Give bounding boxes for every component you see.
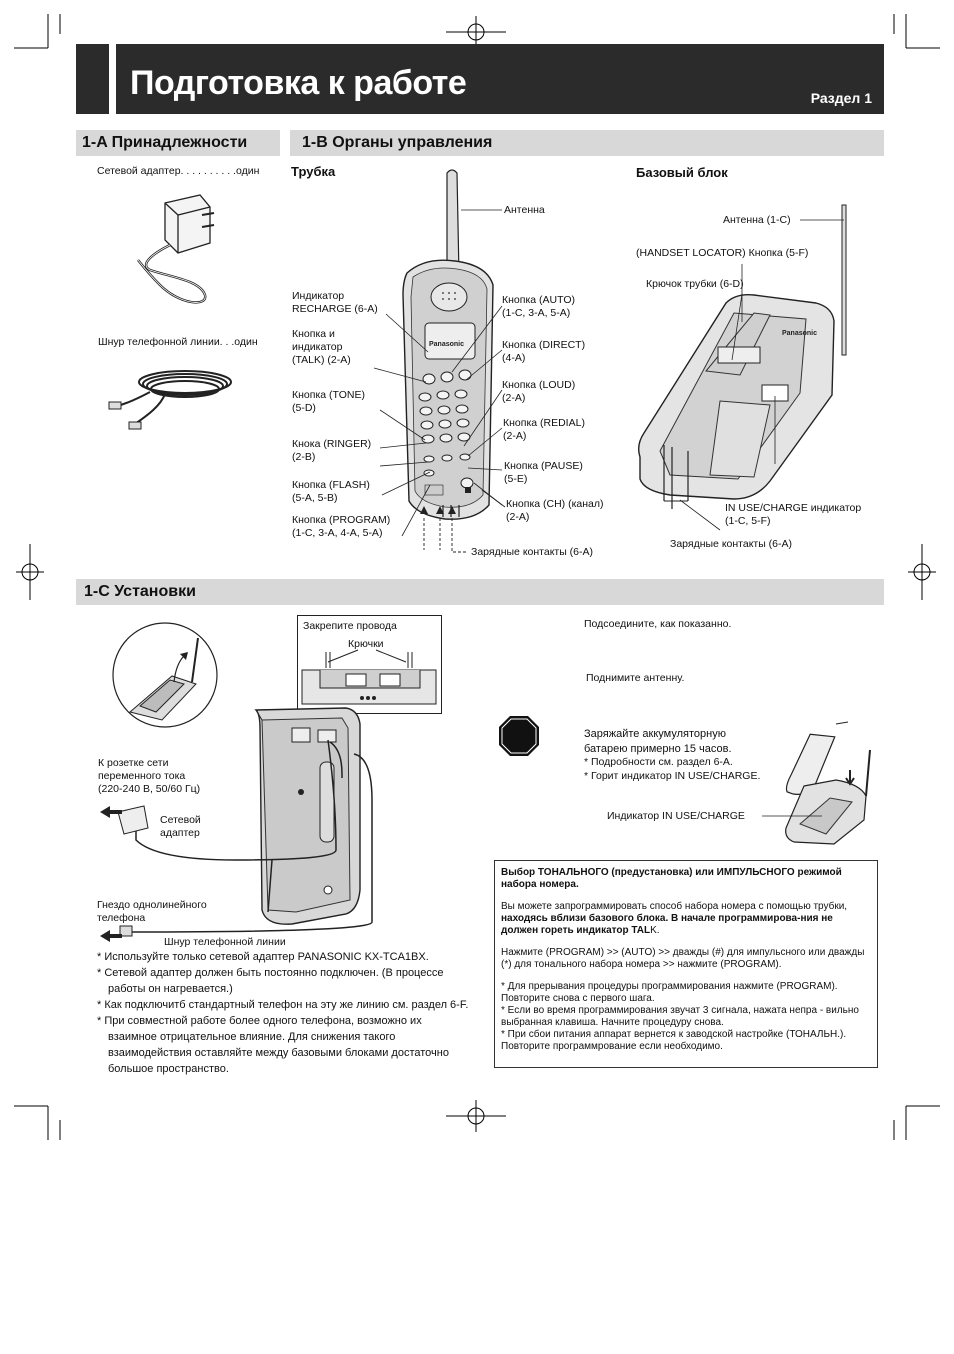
header-bar xyxy=(116,44,884,114)
step-octagon-icon xyxy=(499,716,539,756)
note-4-cont-3: большое пространство. xyxy=(108,1063,229,1075)
section-number: Раздел 1 xyxy=(810,90,872,106)
section-b-bar xyxy=(290,130,884,156)
step-charge: Заряжайте аккумуляторную батарею примерн… xyxy=(584,728,732,755)
note-2: * Сетевой адаптер должен быть постоянно … xyxy=(97,967,444,979)
base-brand: Panasonic xyxy=(782,330,817,337)
label-direct: Кнопка (DIRECT) (4-A) xyxy=(502,339,586,364)
hooks-illustration xyxy=(301,649,437,705)
label-ch: Кнопка (CH) (канал) (2-A) xyxy=(506,498,604,523)
box-p1-start: Вы можете запрограммировать способ набор… xyxy=(501,901,848,912)
base-unit-illustration: Panasonic xyxy=(637,204,847,509)
note-4-cont-1: взаимное отрицательное влияние. Для сниж… xyxy=(108,1031,396,1043)
box-paragraph-2: Нажмите (PROGRAM) >> (AUTO) >> дважды (#… xyxy=(501,947,865,970)
label-adapter: Сетевой адаптер xyxy=(160,814,201,839)
note-2-cont: работы он нагревается.) xyxy=(108,983,233,995)
box-p1-bold: находясь вблизи базового блока. В начале… xyxy=(501,913,833,936)
base-subtitle: Базовый блок xyxy=(636,165,728,180)
label-base-antenna: Антенна (1-C) xyxy=(723,214,791,226)
label-ringer: Кнока (RINGER) (2-B) xyxy=(292,438,372,463)
charging-illustration xyxy=(762,721,871,845)
note-4: * При совместной работе более одного тел… xyxy=(97,1015,422,1027)
box-title: Выбор ТОНАЛЬНОГО (предустановка) или ИМП… xyxy=(501,867,842,890)
note-1: * Используйте только сетевой адаптер PAN… xyxy=(97,951,429,963)
box-note-2: * Если во время программирования звучат … xyxy=(501,1005,859,1028)
label-tone: Кнопка (TONE) (5-D) xyxy=(292,389,365,414)
label-indicator: Индикатор IN USE/CHARGE xyxy=(607,810,745,822)
line-cord-illustration xyxy=(108,370,232,430)
base-leader-lines xyxy=(679,219,844,531)
section-a-title: 1-A Принадлежности xyxy=(82,134,248,151)
label-in-use: IN USE/CHARGE индикатор (1-C, 5-F) xyxy=(725,502,862,527)
label-hook: Крючок трубки (6-D) xyxy=(646,278,744,290)
accessory-line-cord: Шнур телефонной линии. . .один xyxy=(98,336,258,348)
box-note-3: * При сбои питания аппарат вернется к за… xyxy=(501,1029,847,1052)
label-hooks: Крючки xyxy=(348,638,384,650)
page-title: Подготовка к работе xyxy=(130,64,467,102)
antenna-raise-inset xyxy=(112,622,218,728)
label-outlet: К розетке сети переменного тока (220-240… xyxy=(98,757,201,795)
adapter-illustration xyxy=(137,194,215,304)
note-3: * Как подключитб стандартный телефон на … xyxy=(97,999,469,1011)
label-pause: Кнопка (PAUSE) (5-E) xyxy=(504,460,583,485)
label-jack: Гнездо однолинейного телефона xyxy=(97,899,207,924)
handset-subtitle: Трубка xyxy=(291,164,336,179)
step-charge-note-2: * Горит индикатор IN USE/CHARGE. xyxy=(584,770,761,782)
hooks-inset xyxy=(297,615,442,714)
section-a-bar xyxy=(76,130,280,156)
label-loud: Кнопка (LOUD) (2-A) xyxy=(502,379,576,404)
box-p1-end: K. xyxy=(650,925,660,936)
section-c-bar xyxy=(76,579,884,605)
label-locator: (HANDSET LOCATOR) Кнопка (5-F) xyxy=(636,247,809,259)
note-4-cont-2: взаимодействия оставляйте между базовыми… xyxy=(108,1047,449,1059)
step-antenna: Поднимите антенну. xyxy=(586,672,685,684)
accessory-adapter: Сетевой адаптер. . . . . . . . . .один xyxy=(97,165,260,177)
step-connect: Подсоедините, как показанно. xyxy=(584,618,732,630)
box-note-1: * Для прерывания процедуры программирова… xyxy=(501,981,838,1004)
section-b-title: 1-B Органы управления xyxy=(302,134,493,151)
handset-leader-lines xyxy=(373,209,506,553)
section-c-title: 1-C Установки xyxy=(84,583,196,600)
label-recharge: Индикатор RECHARGE (6-A) xyxy=(292,290,378,315)
label-redial: Кнопка (REDIAL) (2-A) xyxy=(503,417,585,442)
label-talk: Кнопка и индикатор (TALK) (2-A) xyxy=(292,328,351,366)
handset-illustration: Panasonic xyxy=(402,169,494,520)
label-program: Кнопка (PROGRAM) (1-C, 3-A, 4-A, 5-A) xyxy=(292,514,391,539)
label-base-contacts: Зарядные контакты (6-A) xyxy=(670,538,793,550)
header-tab xyxy=(76,44,109,114)
label-antenna: Антенна xyxy=(504,204,545,216)
label-line-cord: Шнур телефонной линии xyxy=(164,936,286,948)
tone-pulse-box: Выбор ТОНАЛЬНОГО (предустановка) или ИМП… xyxy=(494,860,878,1068)
label-handset-contacts: Зарядные контакты (6-A) xyxy=(471,546,594,558)
step-charge-note-1: * Подробности см. раздел 6-A. xyxy=(584,756,733,768)
base-back-illustration xyxy=(100,707,373,942)
label-flash: Кнопка (FLASH) (5-A, 5-B) xyxy=(292,479,370,504)
label-auto: Кнопка (AUTO) (1-C, 3-A, 5-A) xyxy=(502,294,575,319)
box-paragraph-1: Вы можете запрограммировать способ набор… xyxy=(501,901,867,937)
handset-brand: Panasonic xyxy=(429,341,464,348)
label-fix-wires: Закрепите провода xyxy=(303,620,397,632)
